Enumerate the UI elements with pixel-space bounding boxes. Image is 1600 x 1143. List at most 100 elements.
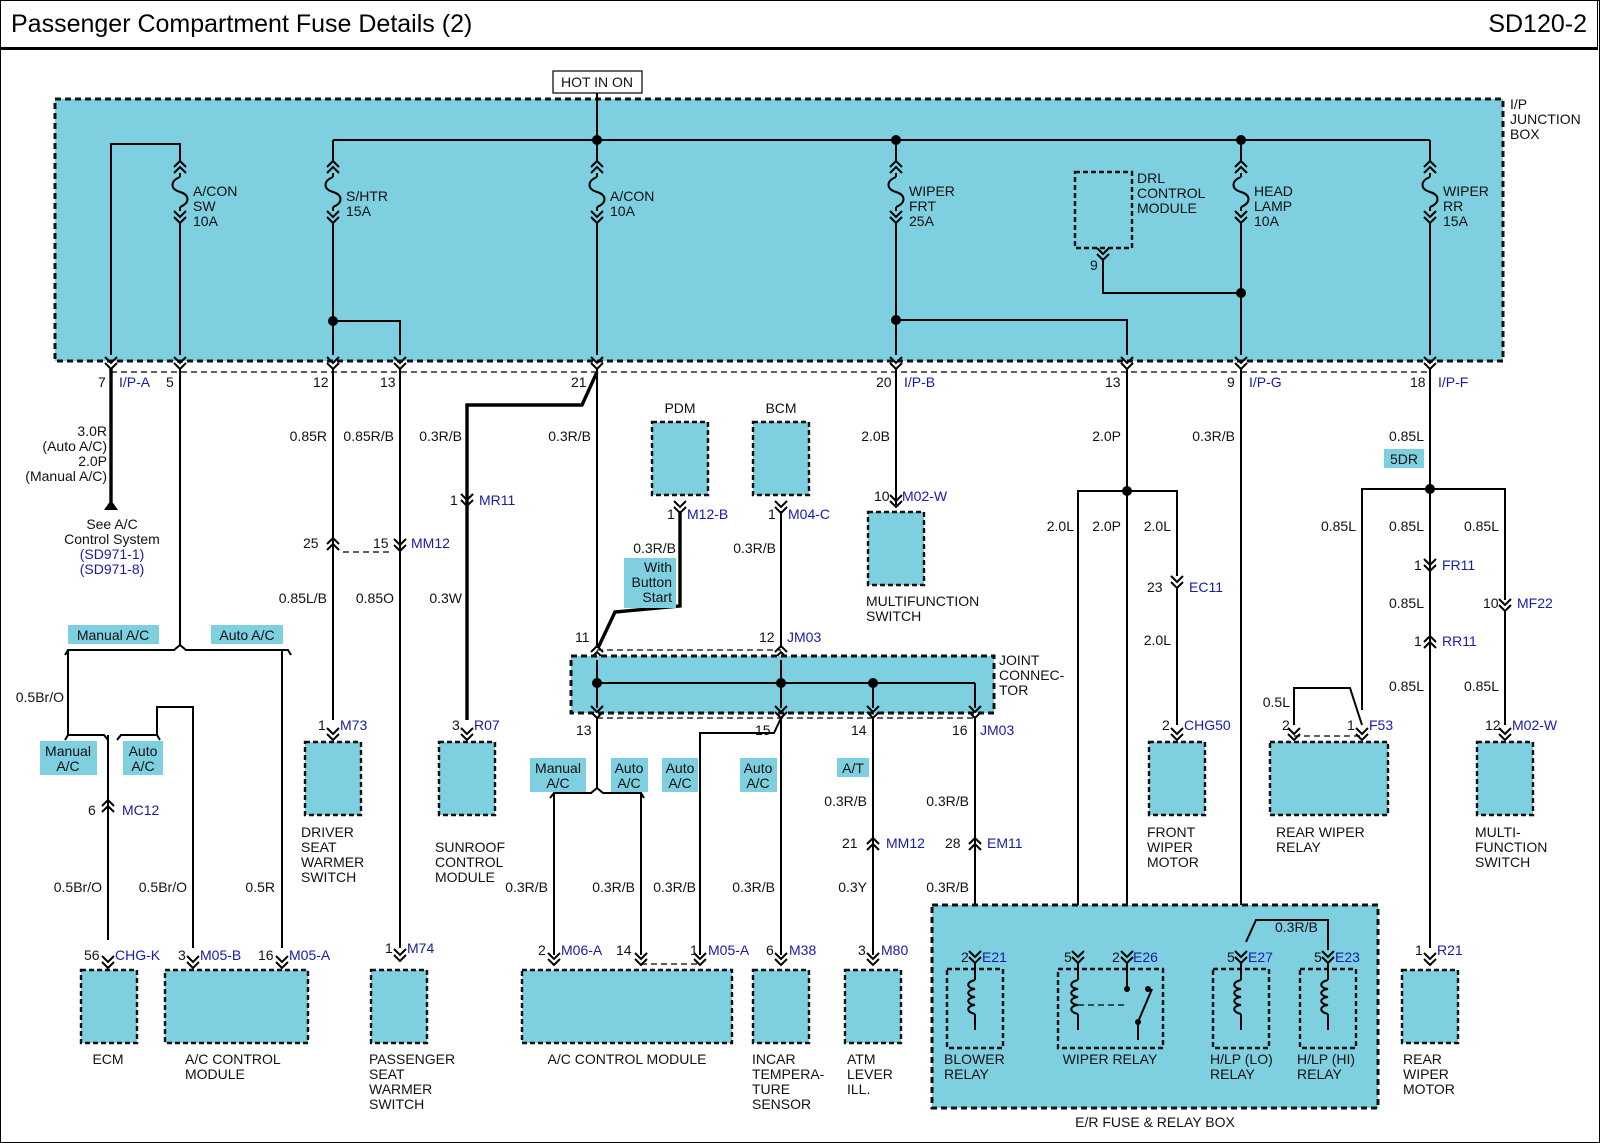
driver-seat-label: DRIVER SEAT WARMER SWITCH xyxy=(301,824,364,885)
svg-text:2.0P: 2.0P xyxy=(1092,428,1121,444)
conn-m38: M38 xyxy=(789,942,816,958)
svg-text:With: With xyxy=(644,559,672,575)
svg-text:A/C: A/C xyxy=(131,758,154,774)
svg-text:0.3R/B: 0.3R/B xyxy=(419,428,462,444)
svg-text:0.5R: 0.5R xyxy=(245,879,275,895)
ac-control-module-left xyxy=(163,968,310,1045)
incar-label: INCAR TEMPERA- TURE SENSOR xyxy=(752,1051,825,1112)
conn-m02w-multi: M02-W xyxy=(1512,717,1558,733)
svg-text:13: 13 xyxy=(1105,374,1121,390)
svg-text:SW: SW xyxy=(193,198,216,214)
hlp-lo-label: H/LP (LO) RELAY xyxy=(1210,1051,1273,1082)
svg-text:7: 7 xyxy=(98,374,106,390)
svg-text:CONNEC-: CONNEC- xyxy=(999,667,1065,683)
conn-mm12: MM12 xyxy=(411,535,450,551)
option-at: A/T xyxy=(842,760,864,776)
svg-text:9: 9 xyxy=(1227,374,1235,390)
svg-text:Start: Start xyxy=(642,589,672,605)
svg-text:2: 2 xyxy=(1162,717,1170,733)
svg-text:12: 12 xyxy=(759,629,775,645)
svg-text:10: 10 xyxy=(1483,595,1499,611)
conn-rr11: RR11 xyxy=(1442,633,1477,649)
see-ac-ref: 3.0R (Auto A/C) 2.0P (Manual A/C) See A/… xyxy=(25,423,160,577)
conn-e21: E21 xyxy=(982,949,1007,965)
svg-text:RELAY: RELAY xyxy=(1210,1066,1256,1082)
svg-text:16: 16 xyxy=(258,947,274,963)
svg-text:10A: 10A xyxy=(610,203,636,219)
svg-text:0.85L: 0.85L xyxy=(1389,678,1424,694)
svg-text:REAR WIPER: REAR WIPER xyxy=(1276,824,1365,840)
svg-text:Manual: Manual xyxy=(535,760,581,776)
wiper-relay-label: WIPER RELAY xyxy=(1063,1051,1158,1067)
svg-text:2.0P: 2.0P xyxy=(78,453,107,469)
svg-text:A/C: A/C xyxy=(746,775,769,791)
svg-text:0.85O: 0.85O xyxy=(356,590,394,606)
conn-m02w: M02-W xyxy=(902,488,948,504)
svg-text:15A: 15A xyxy=(346,203,372,219)
svg-text:A/C: A/C xyxy=(56,758,79,774)
svg-text:0.3R/B: 0.3R/B xyxy=(1275,919,1318,935)
svg-text:18: 18 xyxy=(1410,374,1426,390)
svg-text:15: 15 xyxy=(755,722,771,738)
svg-text:TOR: TOR xyxy=(999,682,1028,698)
svg-text:2.0P: 2.0P xyxy=(1092,518,1121,534)
svg-text:0.5Br/O: 0.5Br/O xyxy=(16,689,64,705)
svg-text:12: 12 xyxy=(1485,717,1501,733)
svg-text:3: 3 xyxy=(452,717,460,733)
svg-text:0.85L: 0.85L xyxy=(1464,678,1499,694)
svg-text:MOTOR: MOTOR xyxy=(1403,1081,1455,1097)
svg-text:WIPER: WIPER xyxy=(1443,183,1489,199)
svg-text:DRL: DRL xyxy=(1137,170,1165,186)
rear-wiper-motor-label: REAR WIPER MOTOR xyxy=(1403,1051,1455,1097)
conn-r07: R07 xyxy=(474,717,500,733)
svg-text:13: 13 xyxy=(380,374,396,390)
front-wiper-motor xyxy=(1147,740,1207,817)
fuse-acon: A/CON 10A xyxy=(610,188,654,219)
svg-text:0.85R/B: 0.85R/B xyxy=(343,428,394,444)
svg-text:10: 10 xyxy=(874,488,890,504)
svg-text:1: 1 xyxy=(1415,942,1423,958)
svg-text:2.0L: 2.0L xyxy=(1144,632,1171,648)
svg-text:15A: 15A xyxy=(1443,213,1469,229)
bcm-module xyxy=(751,420,811,497)
svg-text:10A: 10A xyxy=(193,213,219,229)
svg-text:2: 2 xyxy=(1112,949,1120,965)
conn-m12b: M12-B xyxy=(687,506,728,522)
ecm-label: ECM xyxy=(92,1051,123,1067)
svg-text:ILL.: ILL. xyxy=(847,1081,870,1097)
conn-m04c: M04-C xyxy=(788,506,830,522)
svg-text:SENSOR: SENSOR xyxy=(752,1096,811,1112)
sunroof-label: SUNROOF CONTROL MODULE xyxy=(435,839,505,885)
svg-text:Auto: Auto xyxy=(744,760,773,776)
conn-e23: E23 xyxy=(1335,949,1360,965)
blower-relay-label: BLOWER RELAY xyxy=(944,1051,1005,1082)
ip-junction-box-label: I/P JUNCTION BOX xyxy=(1510,96,1581,142)
svg-text:11: 11 xyxy=(575,629,590,645)
svg-text:BOX: BOX xyxy=(1510,126,1540,142)
pdm-module xyxy=(650,420,710,497)
svg-text:5: 5 xyxy=(166,374,174,390)
page-title: Passenger Compartment Fuse Details (2) xyxy=(11,10,473,38)
svg-text:Control System: Control System xyxy=(64,531,160,547)
svg-text:WIPER: WIPER xyxy=(1403,1066,1449,1082)
svg-text:5: 5 xyxy=(1314,949,1322,965)
conn-e26: E26 xyxy=(1133,949,1158,965)
svg-text:CONTROL: CONTROL xyxy=(1137,185,1206,201)
svg-text:REAR: REAR xyxy=(1403,1051,1442,1067)
svg-text:SWITCH: SWITCH xyxy=(1475,854,1530,870)
svg-text:BLOWER: BLOWER xyxy=(944,1051,1005,1067)
svg-text:1: 1 xyxy=(667,506,675,522)
svg-text:Button: Button xyxy=(632,574,672,590)
svg-text:56: 56 xyxy=(84,947,100,963)
pdm-label: PDM xyxy=(664,400,695,416)
svg-text:(Manual A/C): (Manual A/C) xyxy=(25,468,107,484)
svg-text:14: 14 xyxy=(616,942,632,958)
svg-text:SWITCH: SWITCH xyxy=(369,1096,424,1112)
svg-text:2: 2 xyxy=(1282,717,1290,733)
conn-mc12: MC12 xyxy=(122,802,160,818)
joint-connector-label: JOINT CONNEC- TOR xyxy=(999,652,1065,698)
svg-text:0.3R/B: 0.3R/B xyxy=(732,879,775,895)
svg-text:INCAR: INCAR xyxy=(752,1051,796,1067)
svg-text:SWITCH: SWITCH xyxy=(866,608,921,624)
